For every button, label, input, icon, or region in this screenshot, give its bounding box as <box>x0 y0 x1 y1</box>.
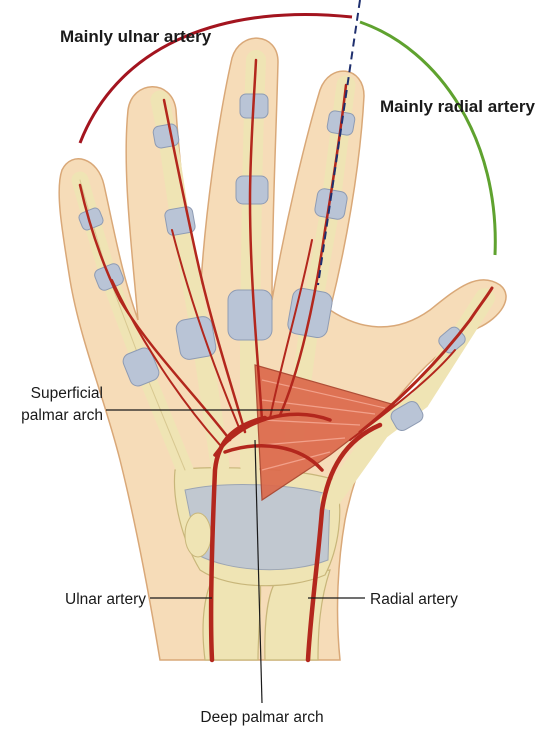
ulnar-artery-vessel <box>208 415 268 663</box>
joint-ligaments <box>78 93 466 431</box>
superficial-arch-label-line1: Superficial <box>31 385 103 402</box>
artery-territory-divider <box>317 0 361 286</box>
deep-arch-label: Deep palmar arch <box>200 709 323 726</box>
radial-artery-label: Radial artery <box>370 591 458 608</box>
ulnar-region-arc <box>78 13 353 144</box>
leader-lines <box>106 409 365 704</box>
adductor-muscle <box>254 364 397 502</box>
radial-artery-vessel <box>305 422 383 663</box>
arteries <box>78 58 494 663</box>
radial-region-arc <box>359 20 497 256</box>
ulnar-artery-label: Ulnar artery <box>65 591 146 608</box>
radial-region-label: Mainly radial artery <box>380 97 536 116</box>
deep-arch-vessel <box>223 444 324 472</box>
ulnar-region-label: Mainly ulnar artery <box>60 27 212 46</box>
superficial-arch-label-line2: palmar arch <box>21 407 103 424</box>
superficial-arch-vessel <box>213 412 332 457</box>
